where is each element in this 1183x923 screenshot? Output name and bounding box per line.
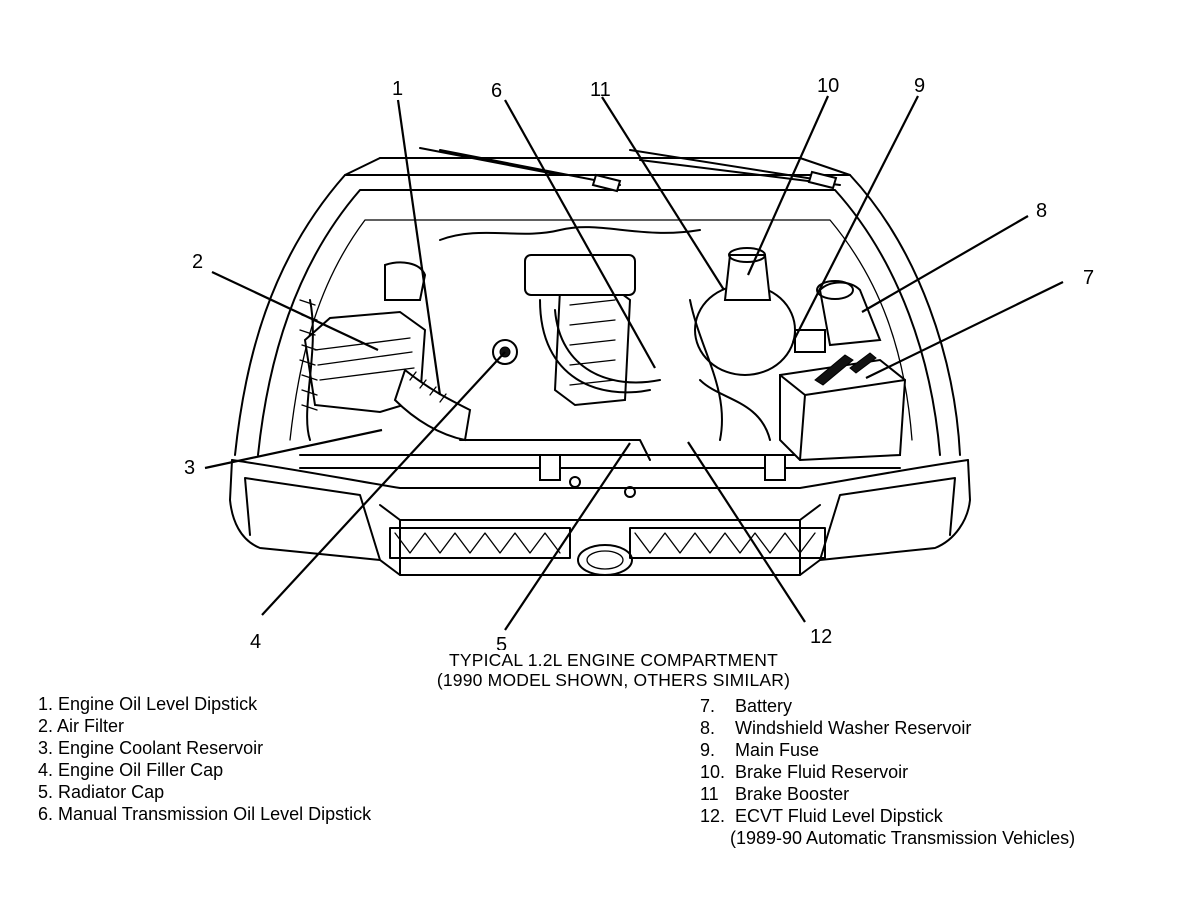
car-body-outline: [234, 147, 961, 456]
callout-5: 5: [496, 634, 507, 650]
front-bumper: [229, 454, 971, 576]
legend-right-column: 7. Battery 8. Windshield Washer Reservoi…: [700, 695, 1075, 849]
engine-components: [299, 226, 907, 498]
callout-1: 1: [392, 78, 403, 100]
callout-10: 10: [817, 75, 839, 97]
callout-7: 7: [1083, 267, 1094, 289]
legend-item-11: 11 Brake Booster: [700, 784, 850, 804]
legend-item-6: 6. Manual Transmission Oil Level Dipstic…: [38, 804, 372, 824]
callout-4: 4: [250, 631, 261, 650]
figure-caption: TYPICAL 1.2L ENGINE COMPARTMENT (1990 MO…: [0, 650, 1183, 690]
leader-lines: [204, 95, 1064, 631]
legend-item-5: 5. Radiator Cap: [38, 782, 165, 802]
callout-3: 3: [184, 457, 195, 479]
callout-8: 8: [1036, 200, 1047, 222]
callout-6: 6: [491, 80, 502, 102]
engine-compartment-drawing: 1 6 11 10 9 8 2 7 3 4 5 12: [184, 75, 1094, 650]
legend-item-12: 12. ECVT Fluid Level Dipstick: [700, 806, 943, 826]
legend-item-8: 8. Windshield Washer Reservoir: [700, 718, 972, 738]
legend-item-1: 1. Engine Oil Level Dipstick: [38, 694, 258, 714]
legend-item-10: 10. Brake Fluid Reservoir: [700, 762, 909, 782]
legend-left-column: 1. Engine Oil Level Dipstick 2. Air Filt…: [38, 693, 371, 825]
legend-item-7: 7. Battery: [700, 696, 793, 716]
callout-2: 2: [192, 251, 203, 273]
legend-item-3: 3. Engine Coolant Reservoir: [38, 738, 264, 758]
legend-item-12-note: (1989-90 Automatic Transmission Vehicles…: [730, 828, 1076, 848]
caption-line-2: (1990 MODEL SHOWN, OTHERS SIMILAR): [436, 670, 791, 690]
callout-numbers: 1 6 11 10 9 8 2 7 3 4 5 12: [184, 75, 1094, 650]
legend-item-2: 2. Air Filter: [38, 716, 125, 736]
legend-item-4: 4. Engine Oil Filler Cap: [38, 760, 224, 780]
callout-12: 12: [810, 626, 832, 648]
legend-item-9: 9. Main Fuse: [700, 740, 820, 760]
callout-11: 11: [590, 79, 611, 101]
callout-9: 9: [914, 75, 925, 97]
caption-line-1: TYPICAL 1.2L ENGINE COMPARTMENT: [448, 650, 779, 670]
